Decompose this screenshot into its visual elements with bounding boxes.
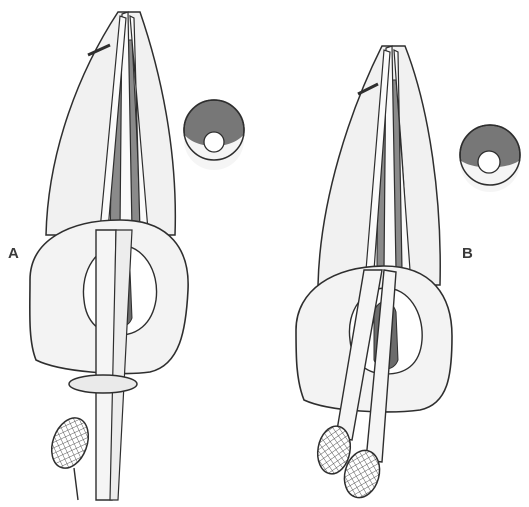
inset-circle-a: [184, 100, 244, 170]
panel-a-illustration: [30, 12, 188, 500]
mesh-paddle-a: [45, 413, 95, 473]
panel-label-a: A: [8, 246, 19, 261]
rubber-stop-a: [69, 375, 137, 393]
inset-circle-b: [460, 125, 520, 192]
panel-label-b: B: [462, 246, 473, 261]
panel-b-illustration: [296, 46, 452, 502]
